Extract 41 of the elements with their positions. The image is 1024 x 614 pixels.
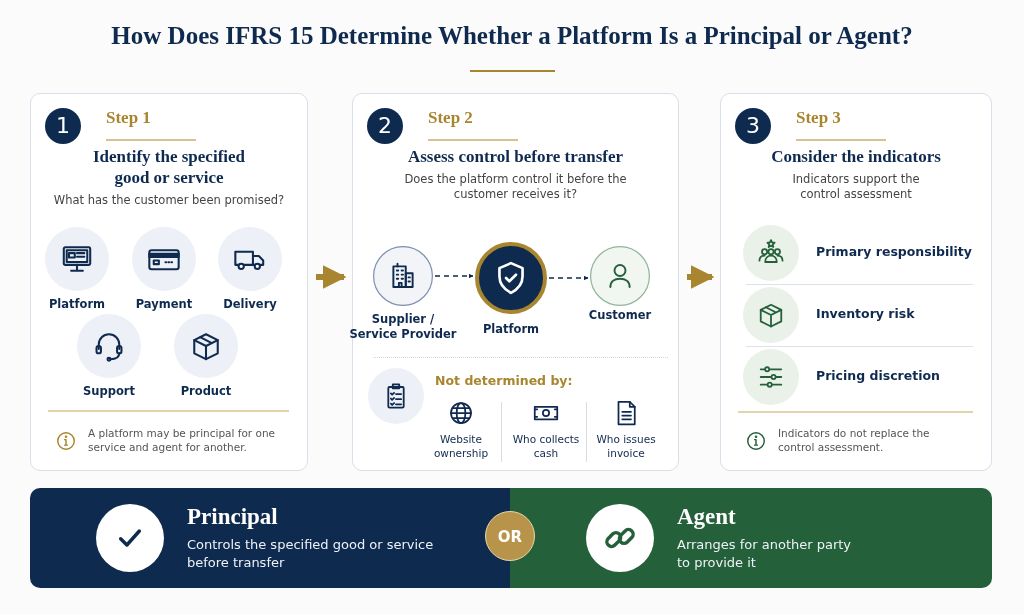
icon-label: Product	[179, 384, 233, 399]
result-heading: Agent	[677, 504, 736, 530]
card-subtitle: Indicators support the control assessment	[791, 172, 921, 202]
icon-label: Platform	[47, 297, 107, 312]
card-heading: Identify the specified good or service	[91, 146, 246, 188]
card-heading: Assess control before transfer	[406, 146, 625, 167]
indicator-label: Primary responsibility	[816, 244, 972, 259]
step-number: 1	[45, 108, 81, 144]
icon-label: Who collects cash	[511, 432, 581, 460]
title: How Does IFRS 15 Determine Whether a Platform Is a Principal or Agent?	[110, 22, 914, 50]
icon-label: Website ownership	[432, 432, 490, 460]
note-text: A platform may be principal for one service and agent for another.	[88, 426, 277, 454]
step-card	[30, 93, 308, 471]
card-subtitle: What has the customer been promised?	[52, 193, 286, 208]
icon-label: Platform	[481, 322, 541, 337]
indicator-label: Pricing discretion	[816, 368, 940, 383]
step-card	[720, 93, 992, 471]
section-label: Not determined by:	[435, 373, 573, 388]
icon-label: Who issues invoice	[595, 432, 657, 460]
result-description: Arranges for another party to provide it	[677, 536, 853, 572]
result-heading: Principal	[187, 504, 278, 530]
icon-label: Support	[82, 384, 136, 399]
icon-label: Payment	[134, 297, 194, 312]
arrow	[434, 273, 474, 279]
indicator-label: Inventory risk	[816, 306, 915, 321]
step-label: Step 1	[106, 108, 151, 128]
note-text: Indicators do not replace the control assessment.	[778, 426, 931, 454]
step-label: Step 3	[796, 108, 841, 128]
card-subtitle: Does the platform control it before the customer receives it?	[403, 172, 628, 202]
result-description: Controls the specified good or service before transfer	[187, 536, 435, 572]
step-number: 3	[735, 108, 771, 144]
icon-label: Supplier / Service Provider	[348, 312, 458, 342]
step-card	[352, 93, 679, 471]
icon-label: Customer	[587, 308, 653, 323]
step-label: Step 2	[428, 108, 473, 128]
arrow	[548, 275, 589, 281]
icon-label: Delivery	[222, 297, 278, 312]
card-heading: Consider the indicators	[770, 146, 942, 167]
arrow	[687, 265, 715, 289]
arrow	[316, 265, 347, 289]
step-number: 2	[367, 108, 403, 144]
